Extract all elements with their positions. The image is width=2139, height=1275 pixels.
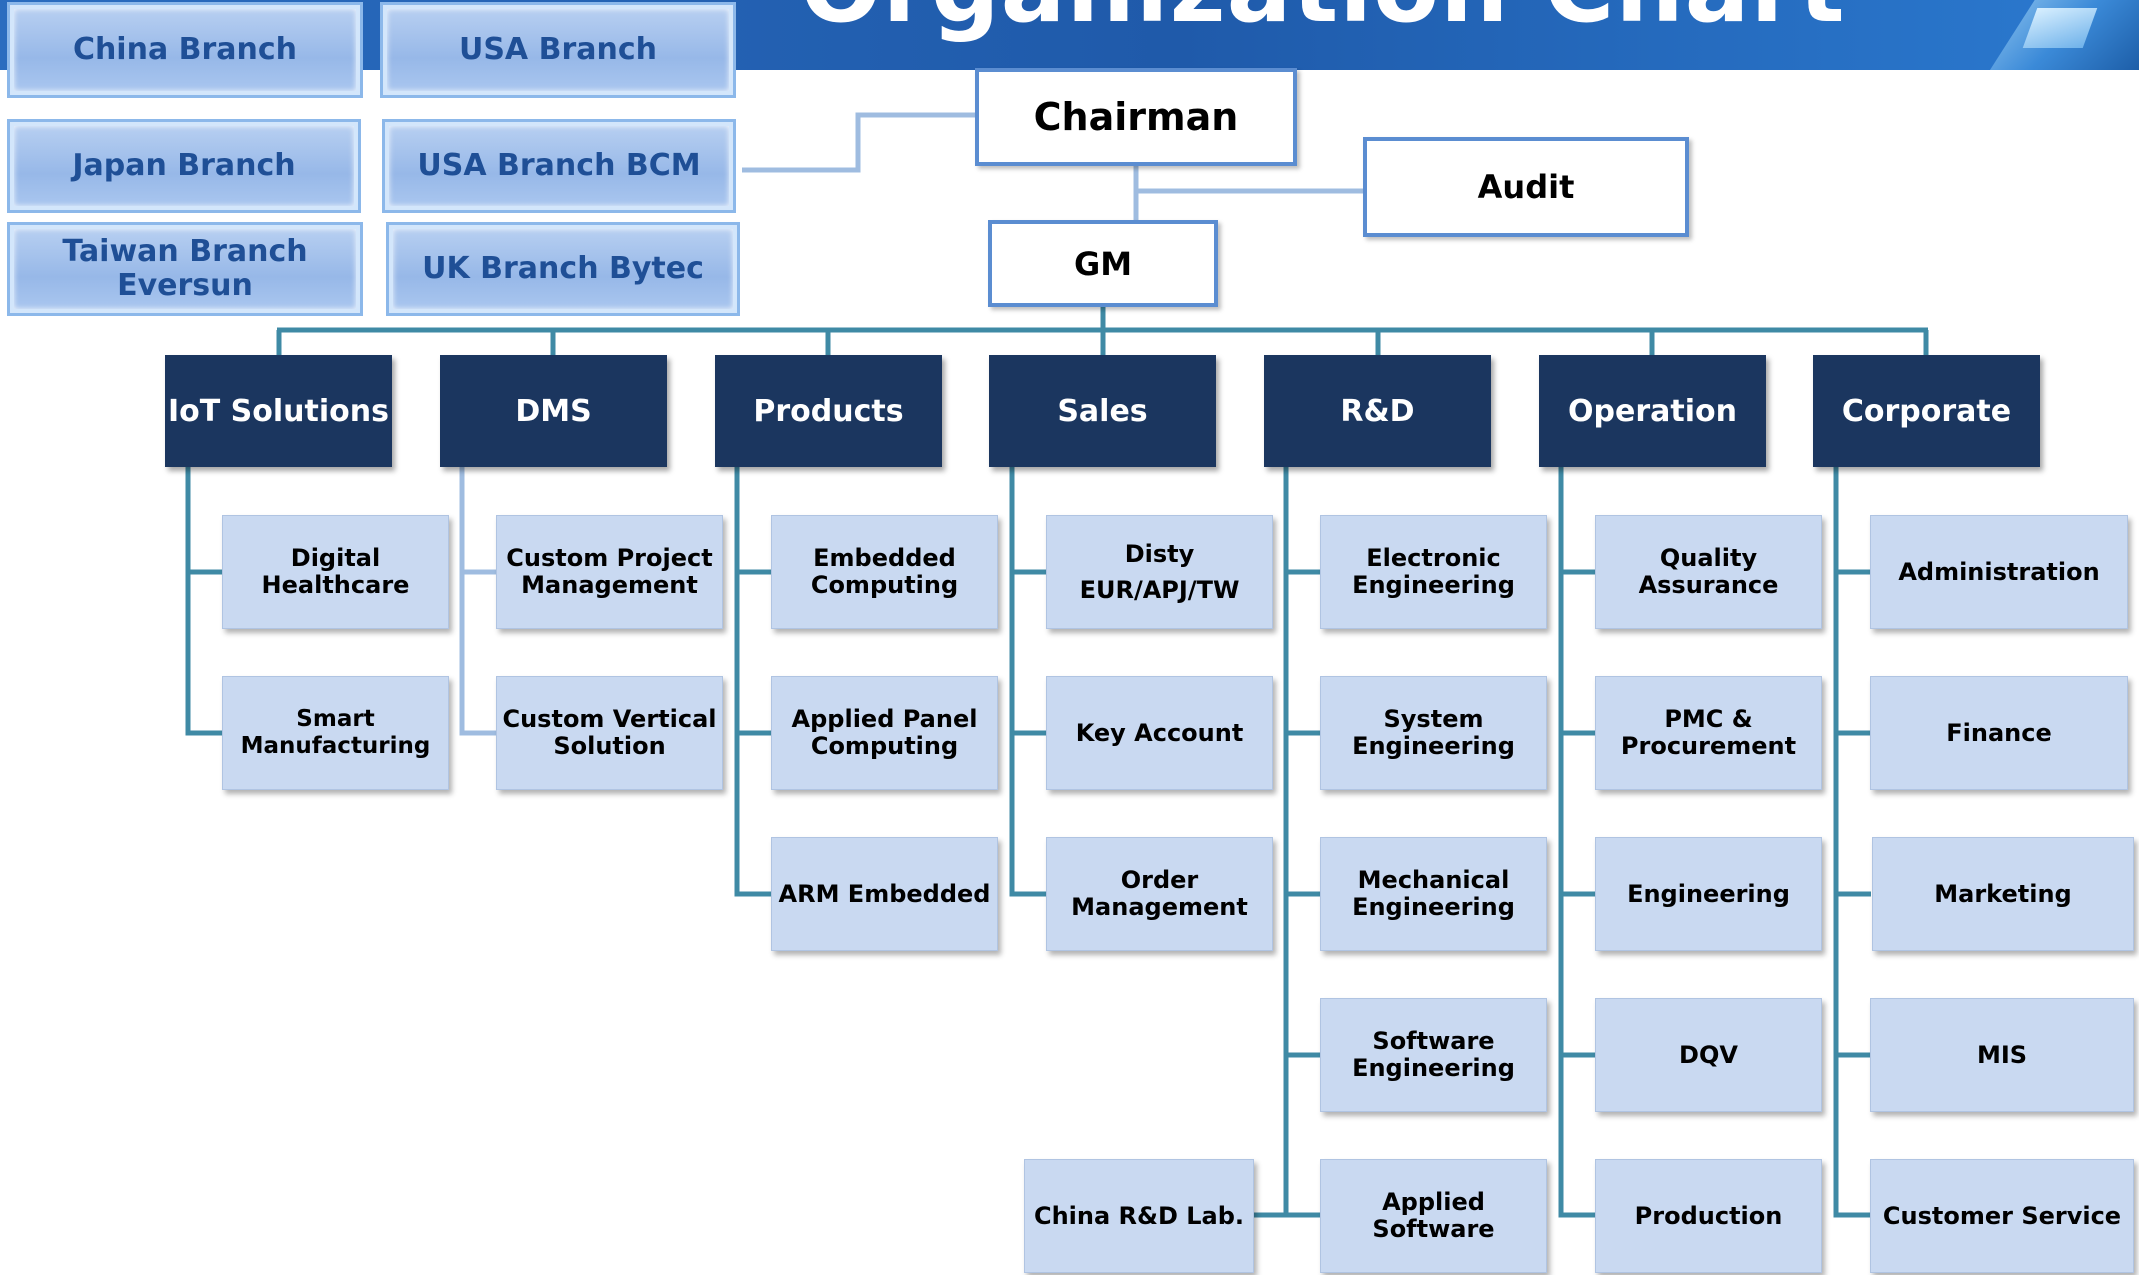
branch-china: China Branch <box>10 5 360 95</box>
unit-applied-panel-computing: Applied Panel Computing <box>771 676 998 790</box>
branch-taiwan-eversun: Taiwan Branch Eversun <box>10 225 360 313</box>
unit-software-engineering: Software Engineering <box>1320 998 1547 1112</box>
unit-applied-software: Applied Software <box>1320 1159 1547 1273</box>
unit-dqv: DQV <box>1595 998 1822 1112</box>
audit-box: Audit <box>1363 137 1689 237</box>
department-rnd: R&D <box>1264 355 1491 467</box>
unit-administration: Administration <box>1870 515 2128 629</box>
unit-quality-assurance: Quality Assurance <box>1595 515 1822 629</box>
department-operation: Operation <box>1539 355 1766 467</box>
department-dms: DMS <box>440 355 667 467</box>
unit-marketing: Marketing <box>1872 837 2134 951</box>
unit-custom-vertical-solution: Custom Vertical Solution <box>496 676 723 790</box>
unit-pmc-procurement: PMC & Procurement <box>1595 676 1822 790</box>
branch-usa: USA Branch <box>383 5 733 95</box>
unit-custom-project-management: Custom Project Management <box>496 515 723 629</box>
unit-embedded-computing: Embedded Computing <box>771 515 998 629</box>
department-products: Products <box>715 355 942 467</box>
unit-customer-service: Customer Service <box>1870 1159 2134 1273</box>
branch-usa-bcm: USA Branch BCM <box>385 122 733 210</box>
unit-disty-eur-apj-tw: Disty EUR/APJ/TW <box>1046 515 1273 629</box>
unit-arm-embedded: ARM Embedded <box>771 837 998 951</box>
unit-electronic-engineering: Electronic Engineering <box>1320 515 1547 629</box>
unit-order-management: Order Management <box>1046 837 1273 951</box>
chairman-box: Chairman <box>975 68 1297 166</box>
department-iot-solutions: IoT Solutions <box>165 355 392 467</box>
department-sales: Sales <box>989 355 1216 467</box>
unit-key-account: Key Account <box>1046 676 1273 790</box>
branch-uk-bytec: UK Branch Bytec <box>389 225 737 313</box>
unit-finance: Finance <box>1870 676 2128 790</box>
gm-box: GM <box>988 220 1218 307</box>
unit-mis: MIS <box>1870 998 2134 1112</box>
unit-china-rnd-lab: China R&D Lab. <box>1024 1159 1254 1273</box>
unit-engineering: Engineering <box>1595 837 1822 951</box>
unit-system-engineering: System Engineering <box>1320 676 1547 790</box>
unit-mechanical-engineering: Mechanical Engineering <box>1320 837 1547 951</box>
department-corporate: Corporate <box>1813 355 2040 467</box>
unit-smart-manufacturing: Smart Manufacturing <box>222 676 449 790</box>
branch-japan: Japan Branch <box>10 122 358 210</box>
unit-production: Production <box>1595 1159 1822 1273</box>
unit-digital-healthcare: Digital Healthcare <box>222 515 449 629</box>
